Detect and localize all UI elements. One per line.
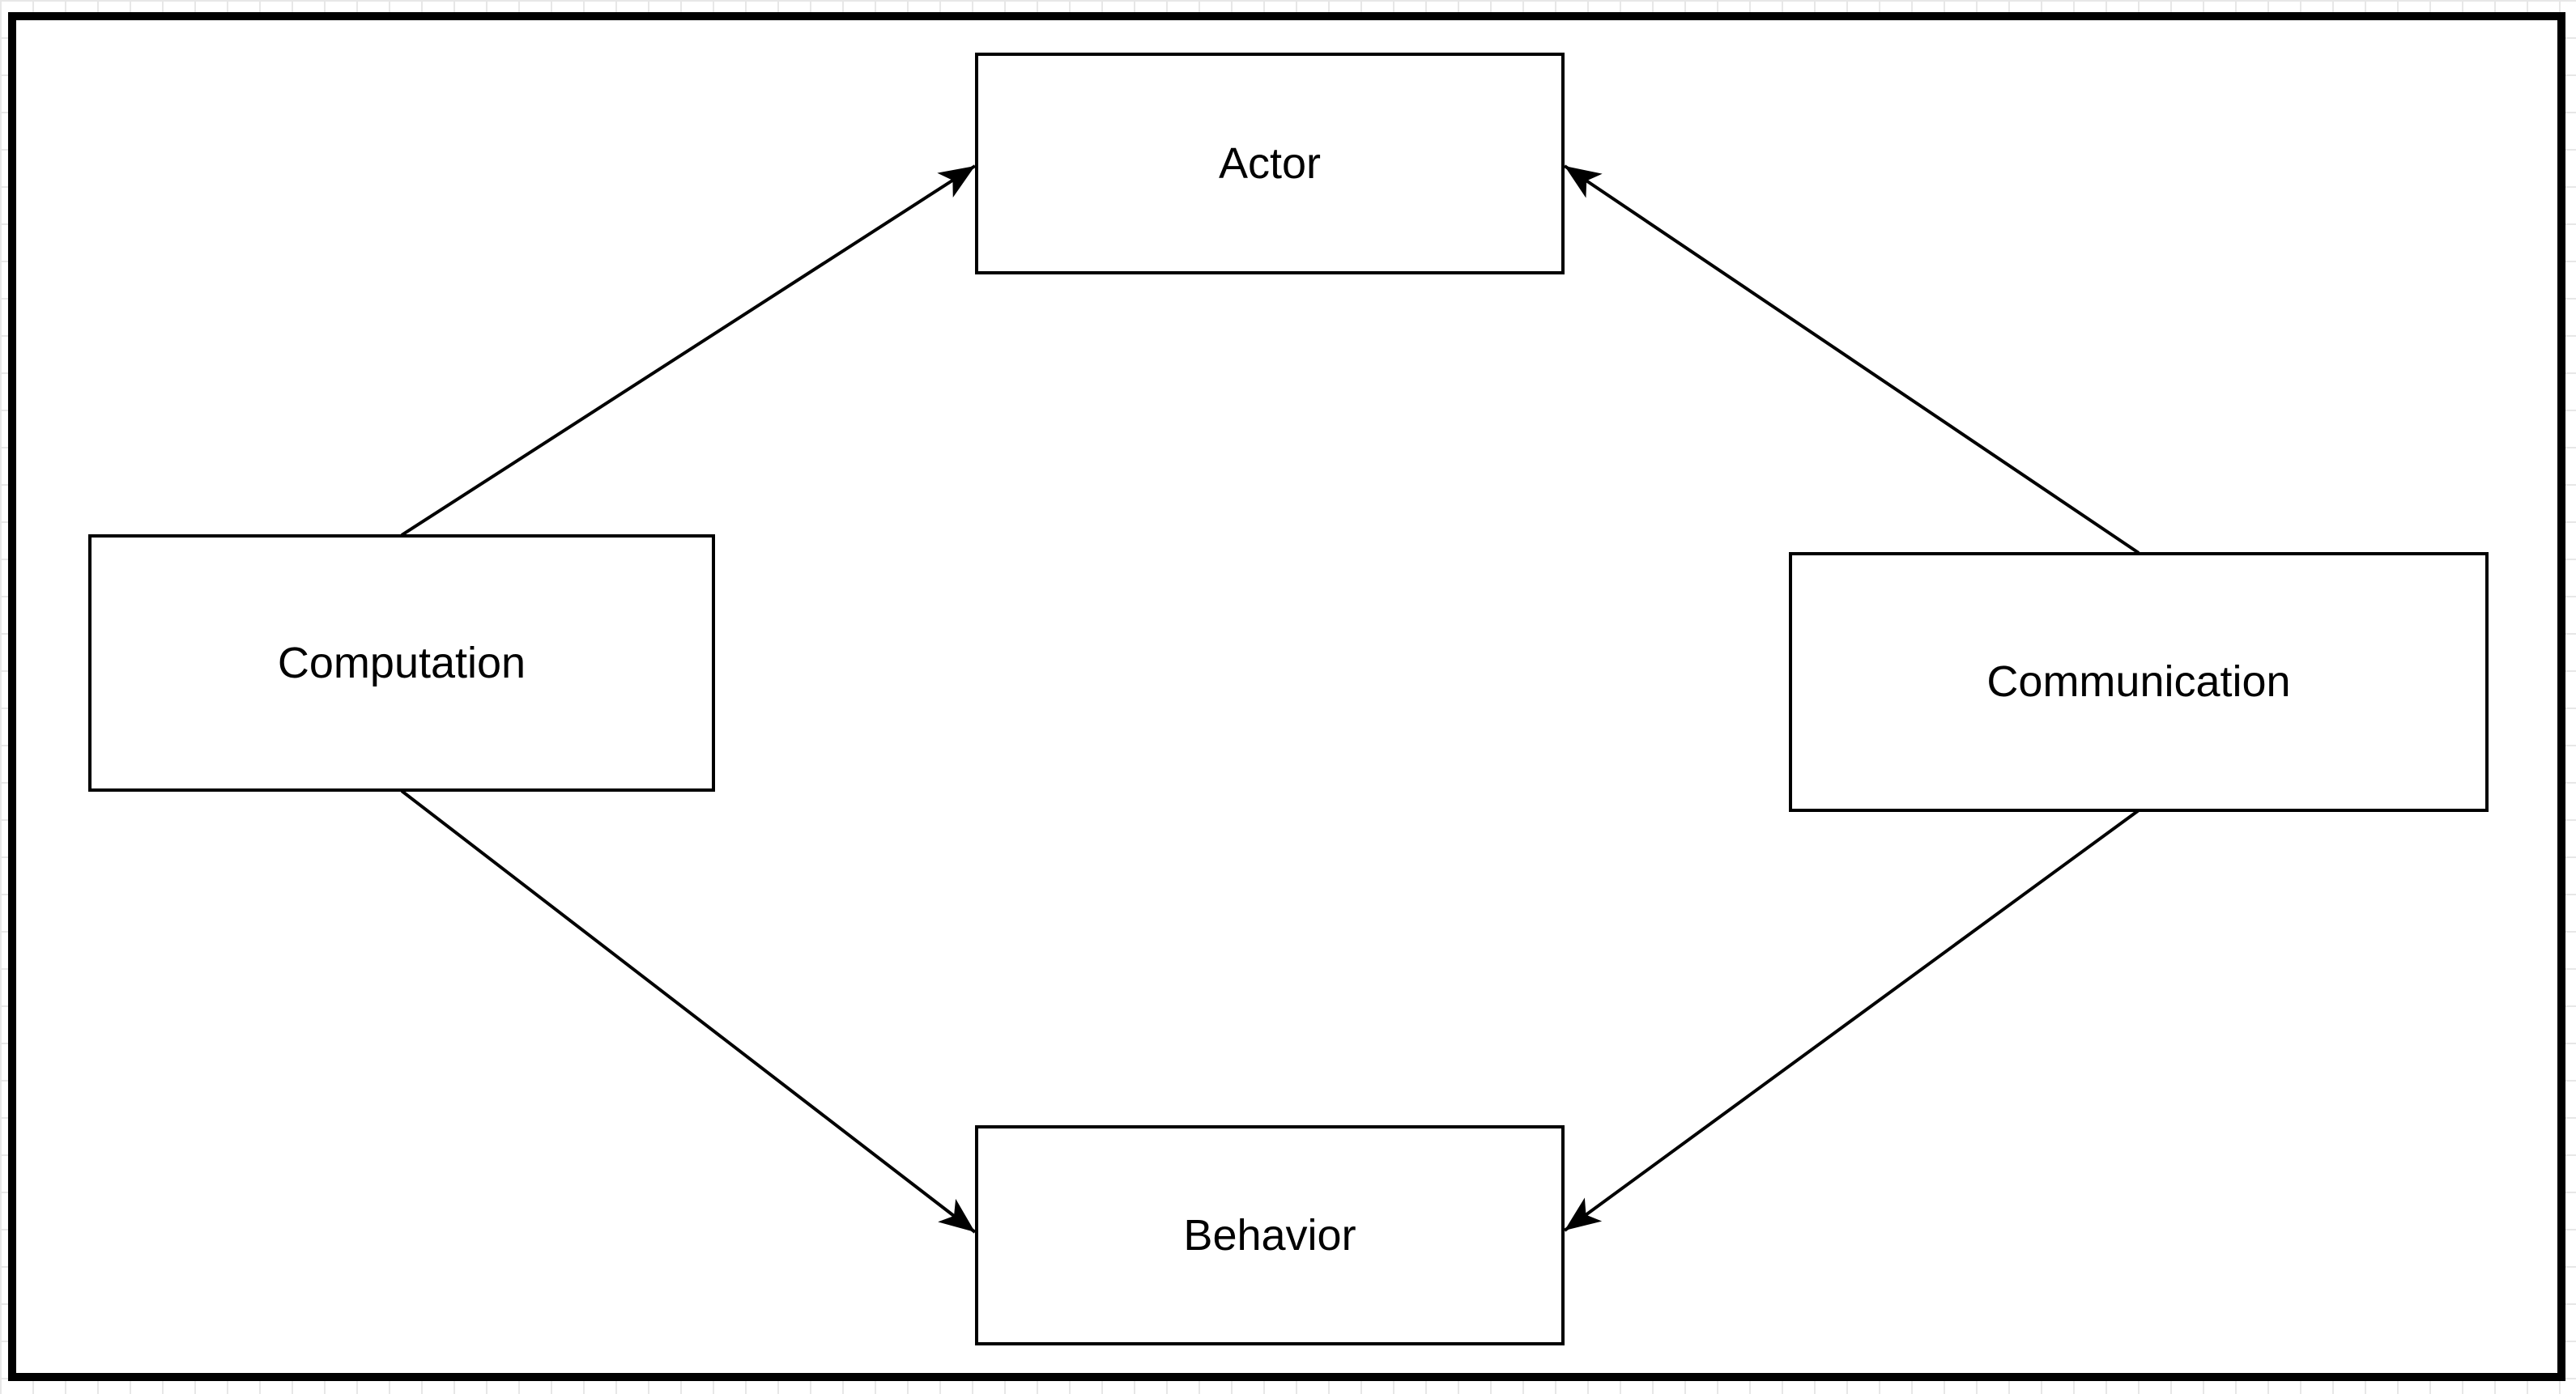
node-actor-label: Actor [1218, 138, 1322, 188]
node-behavior-label: Behavior [1183, 1210, 1356, 1260]
node-computation-label: Computation [277, 638, 526, 687]
edge-communication-to-behavior[interactable] [1563, 809, 2140, 1232]
node-communication[interactable]: Communication [1789, 552, 2489, 812]
node-computation[interactable]: Computation [88, 534, 715, 792]
node-behavior[interactable]: Behavior [975, 1125, 1565, 1345]
edge-computation-to-actor[interactable] [400, 164, 977, 537]
node-actor[interactable]: Actor [975, 53, 1565, 274]
edge-computation-to-behavior[interactable] [400, 789, 977, 1234]
node-communication-label: Communication [1986, 657, 2291, 707]
edge-communication-to-actor[interactable] [1563, 164, 2140, 555]
